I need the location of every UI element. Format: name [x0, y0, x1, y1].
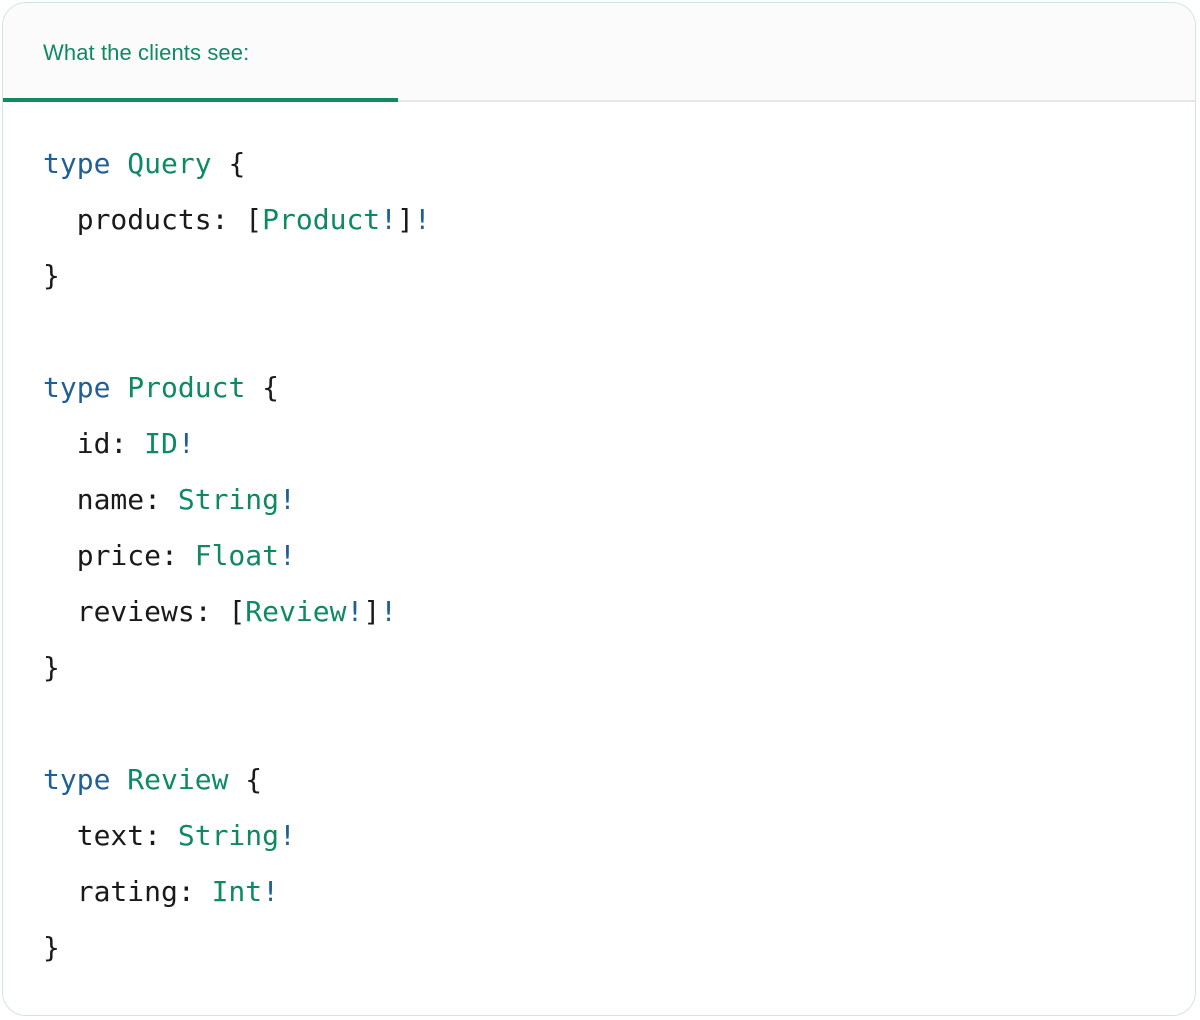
code-token: Review [245, 595, 347, 628]
graphql-schema-code: type Query { products: [Product!]!} type… [43, 136, 1155, 976]
code-token: name: [43, 483, 178, 516]
code-token: { [245, 371, 280, 404]
code-token: price: [43, 539, 195, 572]
code-line: id: ID! [43, 416, 1155, 472]
code-token: String [177, 819, 280, 852]
code-token: ] [397, 203, 414, 236]
code-line: products: [Product!]! [43, 192, 1155, 248]
code-line: text: String! [43, 808, 1155, 864]
code-token: ! [413, 203, 431, 236]
code-token: text: [43, 819, 178, 852]
code-line: type Query { [43, 136, 1155, 192]
code-token: rating: [43, 875, 212, 908]
code-token: { [211, 147, 246, 180]
code-body: type Query { products: [Product!]!} type… [3, 102, 1195, 1015]
tab-strip: What the clients see: [3, 3, 1195, 102]
code-token: Product [262, 203, 381, 236]
code-token: } [43, 931, 60, 964]
tab-what-the-clients-see[interactable]: What the clients see: [3, 3, 398, 102]
code-token: type [43, 147, 111, 180]
code-token: } [43, 259, 60, 292]
code-line [43, 696, 1155, 752]
code-token: products: [43, 203, 246, 236]
code-token: ! [380, 203, 398, 236]
code-token: ! [380, 595, 398, 628]
code-token [110, 763, 127, 796]
code-token: ] [363, 595, 381, 628]
code-token [110, 147, 127, 180]
code-token: Product [127, 371, 246, 404]
code-token: reviews: [43, 595, 229, 628]
code-token: ! [279, 819, 296, 852]
code-token: { [228, 763, 263, 796]
code-token: [ [245, 203, 263, 236]
code-token: ! [279, 539, 296, 572]
code-token: ID [144, 427, 178, 460]
active-tab-underline [3, 98, 398, 102]
code-token [110, 371, 127, 404]
code-token: type [43, 371, 111, 404]
code-line: } [43, 920, 1155, 976]
code-line: price: Float! [43, 528, 1155, 584]
code-token: ! [177, 427, 195, 460]
code-token: Int [211, 875, 263, 908]
code-line [43, 304, 1155, 360]
code-line: rating: Int! [43, 864, 1155, 920]
code-line: type Product { [43, 360, 1155, 416]
code-line: } [43, 640, 1155, 696]
code-token: Query [127, 147, 212, 180]
code-token: ! [346, 595, 364, 628]
code-token: type [43, 763, 111, 796]
code-token: } [43, 651, 60, 684]
code-line: } [43, 248, 1155, 304]
code-line: name: String! [43, 472, 1155, 528]
code-token: [ [228, 595, 246, 628]
code-token: ! [262, 875, 280, 908]
code-token: Float [194, 539, 280, 572]
code-token: String [177, 483, 280, 516]
code-token: Review [127, 763, 229, 796]
code-line: reviews: [Review!]! [43, 584, 1155, 640]
code-token: ! [279, 483, 296, 516]
tab-label: What the clients see: [43, 39, 250, 65]
code-token: id: [43, 427, 145, 460]
code-line: type Review { [43, 752, 1155, 808]
